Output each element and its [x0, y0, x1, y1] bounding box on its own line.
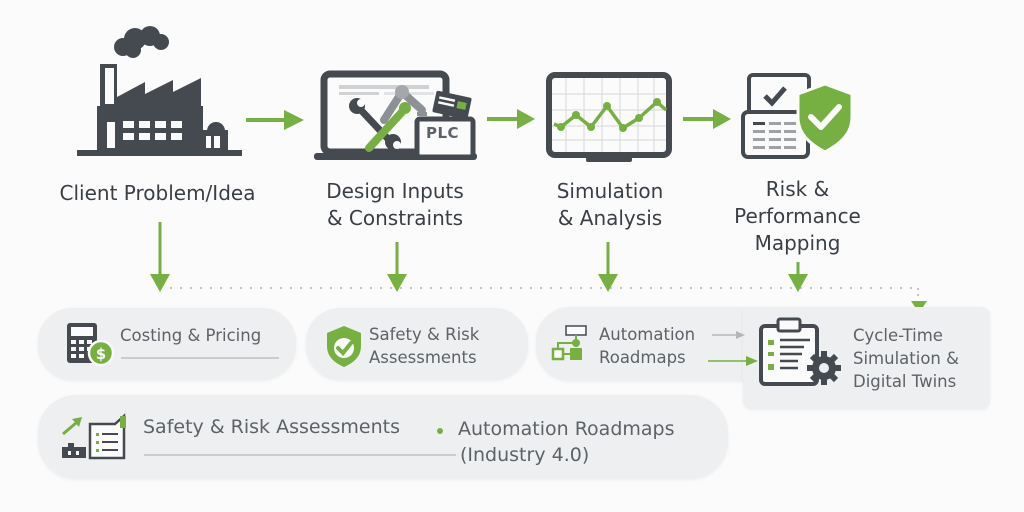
growth-report-icon	[62, 413, 126, 460]
shield-check-icon	[327, 326, 361, 367]
stage-label-line: & Analysis	[557, 206, 663, 230]
stage-label-line: Mapping	[754, 231, 841, 255]
bullet-dot	[437, 428, 443, 434]
summary-item-line: (Industry 4.0)	[460, 444, 590, 466]
arrow-right-icon	[708, 356, 758, 366]
arrow-down-icon	[150, 222, 170, 292]
summary-item-safety: Safety & Risk Assessments	[143, 416, 400, 438]
automation-label: Automation Roadmaps	[599, 323, 695, 369]
stage-label-line: Simulation	[556, 179, 664, 203]
plc-badge: PLC	[426, 124, 460, 142]
flowchart-icon	[551, 325, 587, 361]
stage-label-line: & Constraints	[326, 206, 464, 230]
costing-label: Costing & Pricing	[120, 326, 262, 345]
arrow-right-icon	[487, 109, 535, 129]
factory-icon	[77, 26, 242, 156]
cycle-time-label-line: Simulation &	[853, 349, 960, 368]
stage-label-client-problem: Client Problem/Idea	[30, 180, 285, 207]
stage-label-design-inputs: Design Inputs & Constraints	[300, 178, 490, 232]
svg-text:$: $	[96, 345, 106, 363]
stage-label-risk-performance: Risk & Performance Mapping	[710, 176, 885, 257]
safety-label-line: Safety & Risk	[369, 325, 480, 344]
cycle-time-label: Cycle-Time Simulation & Digital Twins	[853, 324, 959, 393]
stage-label-line: Performance	[734, 204, 861, 228]
arrow-right-icon	[683, 109, 731, 129]
safety-label: Safety & Risk Assessments	[369, 323, 479, 369]
arrow-right-icon	[712, 331, 745, 339]
automation-label-line: Roadmaps	[599, 348, 686, 367]
summary-item-automation: Automation Roadmaps (Industry 4.0)	[458, 416, 675, 468]
cycle-time-label-line: Cycle-Time	[853, 326, 943, 345]
automation-label-line: Automation	[599, 325, 696, 344]
arrow-down-icon	[598, 242, 618, 292]
arrow-right-icon	[246, 110, 304, 130]
safety-label-line: Assessments	[369, 348, 477, 367]
laptop-design-tools-icon	[314, 70, 477, 160]
summary-item-line: Automation Roadmaps	[458, 418, 675, 440]
clipboard-gear-icon	[759, 317, 841, 386]
output-summary	[38, 395, 728, 479]
calculator-dollar-icon: $	[67, 323, 115, 367]
divider	[144, 454, 456, 456]
stage-label-simulation: Simulation & Analysis	[520, 178, 700, 232]
divider	[121, 357, 279, 359]
arrow-down-icon	[788, 262, 808, 292]
monitor-chart-icon	[546, 72, 672, 162]
arrow-down-icon	[387, 242, 407, 292]
cycle-time-label-line: Digital Twins	[853, 372, 957, 391]
stage-label-text: Client Problem/Idea	[59, 181, 256, 205]
stage-label-line: Design Inputs	[326, 179, 464, 203]
stage-label-line: Risk &	[765, 177, 830, 201]
checklist-shield-icon	[741, 73, 854, 159]
